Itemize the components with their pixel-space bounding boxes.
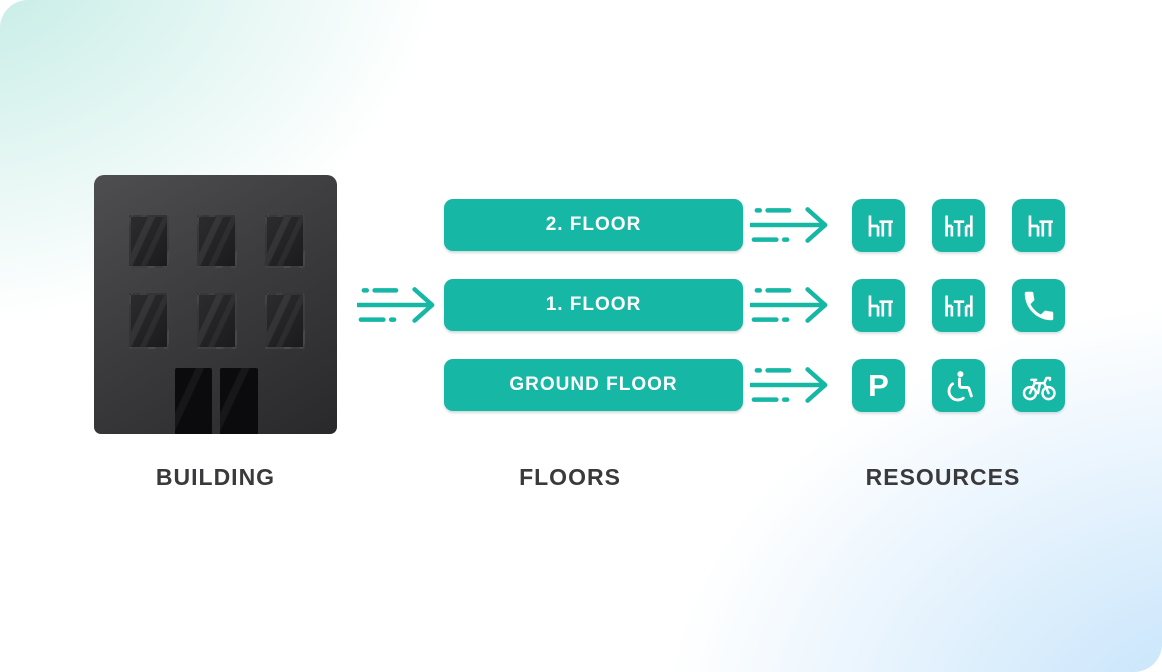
resource-tile — [932, 359, 985, 412]
resources-column-label: RESOURCES — [865, 464, 1021, 490]
meeting-table-icon — [944, 295, 973, 316]
desk-icon — [868, 215, 893, 236]
floor1-to-resources-arrow-icon — [750, 282, 832, 328]
building-door — [175, 368, 212, 434]
phone-icon — [1024, 291, 1053, 320]
resource-tile — [932, 279, 985, 332]
building-to-floors-arrow-icon — [357, 282, 439, 328]
desk-icon — [868, 295, 893, 316]
resource-tile — [852, 199, 905, 252]
building-window — [129, 293, 169, 349]
meeting-table-icon — [944, 215, 973, 236]
floors-column-label: FLOORS — [519, 464, 621, 490]
resource-tile — [932, 199, 985, 252]
resource-tile — [1012, 199, 1065, 252]
floor-pill-1: 1. FLOOR — [444, 279, 743, 331]
building-window — [265, 293, 305, 349]
building-window — [265, 215, 305, 268]
wheelchair-icon — [947, 370, 973, 401]
building-illustration — [94, 175, 337, 434]
floor-pill-label: 2. FLOOR — [545, 214, 642, 235]
resource-tile: P — [852, 359, 905, 412]
building-door — [220, 368, 258, 434]
resource-tile — [1012, 359, 1065, 412]
bicycle-icon — [1022, 376, 1056, 400]
floor-pill-2: 2. FLOOR — [444, 199, 743, 251]
desk-icon — [1028, 215, 1053, 236]
floor2-to-resources-arrow-icon — [750, 202, 832, 248]
building-window — [197, 215, 237, 268]
resources-grid: P — [852, 199, 1065, 412]
floor-pill-label: GROUND FLOOR — [509, 374, 678, 395]
parking-icon: P — [868, 368, 889, 403]
resource-tile — [852, 279, 905, 332]
ground-to-resources-arrow-icon — [750, 362, 832, 408]
floor-pill-ground: GROUND FLOOR — [444, 359, 743, 411]
resource-tile — [1012, 279, 1065, 332]
building-column-label: BUILDING — [155, 464, 276, 490]
building-window — [197, 293, 237, 349]
building-window — [129, 215, 169, 268]
floor-pill-label: 1. FLOOR — [545, 294, 642, 315]
